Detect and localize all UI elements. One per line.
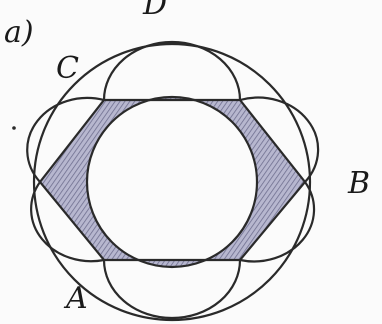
label-c: C — [56, 51, 79, 86]
shaded-region — [40, 97, 305, 267]
dot-mark — [12, 126, 16, 130]
petal-upper-left — [26, 96, 105, 183]
petal-upper-right — [239, 96, 320, 183]
part-label: a) — [4, 15, 34, 50]
label-a: A — [63, 281, 88, 316]
label-b: B — [347, 166, 370, 201]
petal-bottom — [102, 259, 242, 320]
label-d: D — [142, 0, 167, 22]
inner-circle — [85, 95, 259, 269]
outer-circle — [32, 42, 312, 322]
petal-lower-left — [30, 181, 105, 263]
petal-lower-right — [239, 181, 316, 263]
petal-top — [102, 40, 242, 101]
